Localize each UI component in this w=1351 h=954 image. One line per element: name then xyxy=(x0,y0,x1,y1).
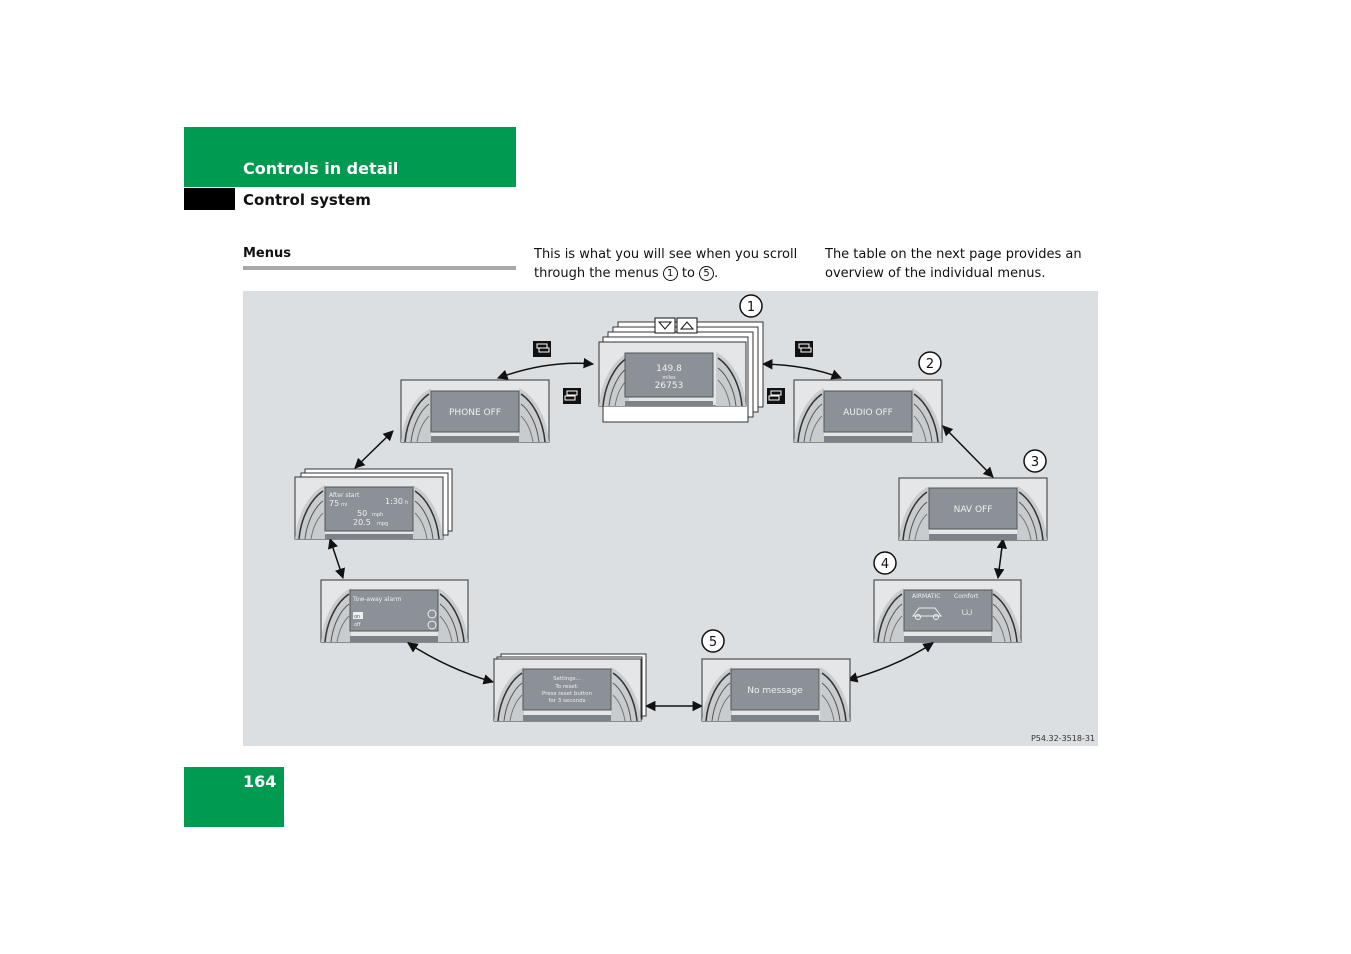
chapter-tab xyxy=(184,127,516,187)
trip-title: After start xyxy=(329,492,360,499)
scroll-down-icon xyxy=(654,317,676,334)
message-status: No message xyxy=(747,686,803,696)
intro-line-1: This is what you will see when you scrol… xyxy=(534,247,798,262)
tow-away-off: off xyxy=(354,622,361,628)
intro-column-2: The table on the next page provides an o… xyxy=(825,245,1095,283)
settings-line-3: Press reset button xyxy=(542,691,593,697)
next-menu-icon xyxy=(795,341,813,357)
odometer-trip: 149.8 xyxy=(656,364,682,374)
page-number-box xyxy=(184,767,284,827)
section-marker xyxy=(184,188,235,210)
menu-diagram: 149.8 miles 26753 PHONE OFF AUDIO OFF Af… xyxy=(243,291,1098,746)
message-display: No message xyxy=(701,658,851,722)
scroll-up-icon xyxy=(676,317,698,334)
settings-display-stack: Settings... To reset: Press reset button… xyxy=(493,653,647,722)
airmatic-label: AIRMATIC xyxy=(912,593,940,600)
intro-line-2: overview of the individual menus. xyxy=(825,266,1046,281)
trip-time: 1:30 xyxy=(385,497,403,506)
figure-code: P54.32-3518-31 xyxy=(1031,734,1095,743)
odometer-total: 26753 xyxy=(655,381,684,391)
nav-display: NAV OFF xyxy=(898,477,1048,541)
previous-menu-icon xyxy=(767,388,785,404)
trip-speed: 50 xyxy=(357,509,367,518)
menus-heading: Menus xyxy=(243,246,292,261)
tow-away-title: Tow-away alarm xyxy=(352,596,401,603)
previous-menu-icon xyxy=(563,388,581,404)
airmatic-mode: Comfort xyxy=(954,593,979,600)
phone-status: PHONE OFF xyxy=(449,408,501,418)
settings-line-1: Settings... xyxy=(553,676,581,682)
chapter-title: Controls in detail xyxy=(243,159,399,178)
page-number: 164 xyxy=(243,772,277,791)
callout-5: 5 xyxy=(709,635,717,650)
odometer-unit: miles xyxy=(662,375,676,381)
heading-rule xyxy=(243,266,516,270)
next-menu-icon xyxy=(533,341,551,357)
callout-3: 3 xyxy=(1031,455,1039,470)
intro-text: . xyxy=(714,266,719,281)
nav-status: NAV OFF xyxy=(954,505,993,515)
section-title: Control system xyxy=(243,191,371,209)
trip-distance: 75 xyxy=(329,499,339,508)
trip-display-stack: After start 75 mi 1:30 h 50 mph 20.5 mpg xyxy=(294,468,453,540)
trip-distance-unit: mi xyxy=(341,502,347,508)
tow-away-display: Tow-away alarm on off xyxy=(320,579,469,643)
car-icon xyxy=(912,607,942,620)
intro-line-1: The table on the next page provides an xyxy=(825,247,1082,262)
trip-time-unit: h xyxy=(405,500,408,506)
airmatic-display: AIRMATIC Comfort ⩊ xyxy=(873,579,1022,643)
intro-line-2: through the menus 1 to 5. xyxy=(534,264,814,283)
callout-2: 2 xyxy=(926,357,934,372)
tow-away-on: on xyxy=(354,614,360,620)
callout-ref-5: 5 xyxy=(699,266,715,281)
audio-status: AUDIO OFF xyxy=(843,408,893,418)
trip-consumption: 20.5 xyxy=(353,518,371,527)
intro-text: to xyxy=(677,266,700,281)
settings-line-4: for 3 seconds xyxy=(548,698,585,704)
main-display-stack: 149.8 miles 26753 xyxy=(598,317,764,423)
audio-display: AUDIO OFF xyxy=(793,379,943,443)
intro-column-1: This is what you will see when you scrol… xyxy=(534,245,814,283)
intro-text: through the menus xyxy=(534,266,663,281)
settings-line-2: To reset: xyxy=(554,684,578,690)
trip-consumption-unit: mpg xyxy=(377,521,388,527)
callout-ref-1: 1 xyxy=(662,266,678,281)
callout-1: 1 xyxy=(747,300,755,315)
phone-display: PHONE OFF xyxy=(400,379,550,443)
suspension-icon: ⩊ xyxy=(962,607,972,618)
trip-speed-unit: mph xyxy=(372,512,383,518)
callout-4: 4 xyxy=(881,557,889,572)
